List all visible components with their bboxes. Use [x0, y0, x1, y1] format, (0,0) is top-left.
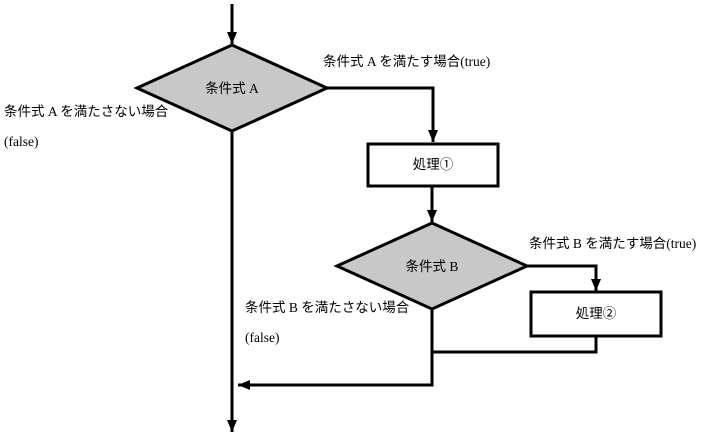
edge-label-b-false-line1: 条件式 B を満たさない場合 — [245, 300, 410, 315]
process-2-label: 処理② — [575, 306, 617, 321]
connector-process2-return — [432, 336, 598, 354]
decision-b-label: 条件式 B — [405, 259, 459, 274]
edge-label-a-true: 条件式 A を満たす場合(true) — [323, 54, 491, 69]
connector-b-false-merge — [238, 309, 434, 390]
process-1-shape — [366, 142, 500, 188]
decision-a-label: 条件式 A — [205, 81, 259, 96]
edge-label-a-false-line1: 条件式 A を満たさない場合 — [4, 104, 169, 119]
edge-label-b-true: 条件式 B を満たす場合(true) — [529, 236, 697, 251]
edge-label-a-false-line2: (false) — [4, 134, 39, 149]
edge-label-b-false-line2: (false) — [245, 330, 280, 345]
connector-a-true — [327, 86, 438, 142]
process-1-label: 処理① — [412, 157, 454, 172]
decision-a-shape — [133, 43, 331, 133]
decision-b-shape — [333, 221, 531, 311]
process-2-shape — [529, 290, 663, 338]
connector-b-true — [527, 264, 601, 291]
